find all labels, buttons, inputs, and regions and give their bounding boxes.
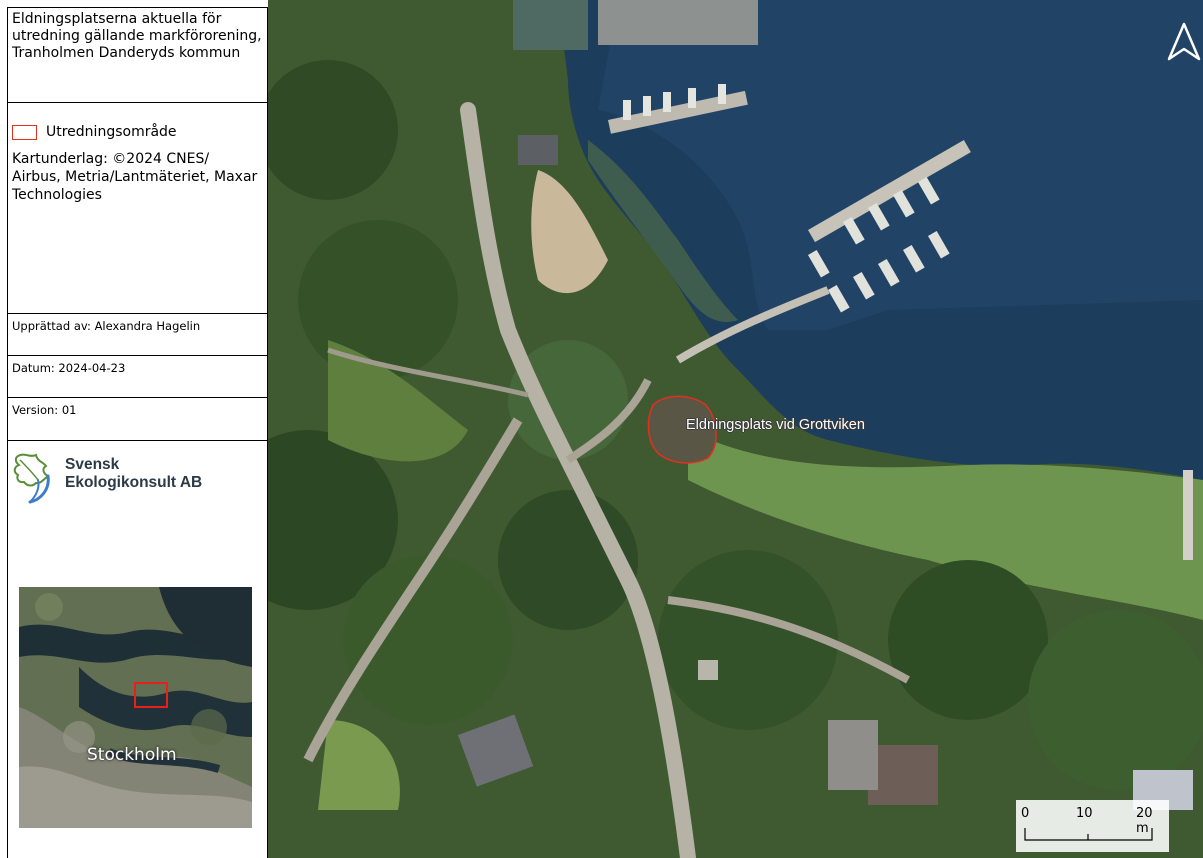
company-name-line2: Ekologikonsult AB <box>65 474 203 491</box>
scale-label-20: 20 m <box>1136 806 1153 836</box>
scale-bar: 0 10 20 m <box>1016 800 1169 852</box>
divider <box>7 440 267 441</box>
legend-label: Utredningsområde <box>46 124 177 140</box>
map-title: Eldningsplatserna aktuella för utredning… <box>12 11 262 61</box>
date-text: Datum: 2024-04-23 <box>12 361 126 375</box>
legend-swatch <box>12 124 37 140</box>
north-arrow-icon <box>1167 22 1201 61</box>
company-name-line1: Svensk <box>65 456 120 473</box>
overview-map-image <box>19 587 252 828</box>
utredningsomrade-polygon[interactable] <box>647 395 717 464</box>
overview-map: Stockholm <box>19 587 252 828</box>
main-map[interactable]: Eldningsplats vid Grottviken 0 10 20 m <box>268 0 1203 858</box>
map-credits: Kartunderlag: ©2024 CNES/ Airbus, Metria… <box>12 151 258 203</box>
legend-item: Utredningsområde <box>12 124 177 140</box>
aerial-image <box>268 0 1203 858</box>
scale-label-10: 10 <box>1076 806 1093 821</box>
overview-label: Stockholm <box>87 745 177 765</box>
site-label: Eldningsplats vid Grottviken <box>686 417 865 433</box>
company-name: Svensk Ekologikonsult AB <box>65 456 202 492</box>
divider <box>7 313 267 314</box>
oak-leaf-icon <box>13 453 50 504</box>
overview-extent-box <box>134 682 168 708</box>
version-text: Version: 01 <box>12 403 77 417</box>
divider <box>7 102 267 103</box>
divider <box>7 355 267 356</box>
map-sidebar: Eldningsplatserna aktuella för utredning… <box>0 0 268 858</box>
sidebar-frame <box>7 7 268 858</box>
author-text: Upprättad av: Alexandra Hagelin <box>12 319 201 333</box>
divider <box>7 397 267 398</box>
scale-label-0: 0 <box>1021 806 1030 821</box>
scale-ticks <box>1024 828 1153 841</box>
